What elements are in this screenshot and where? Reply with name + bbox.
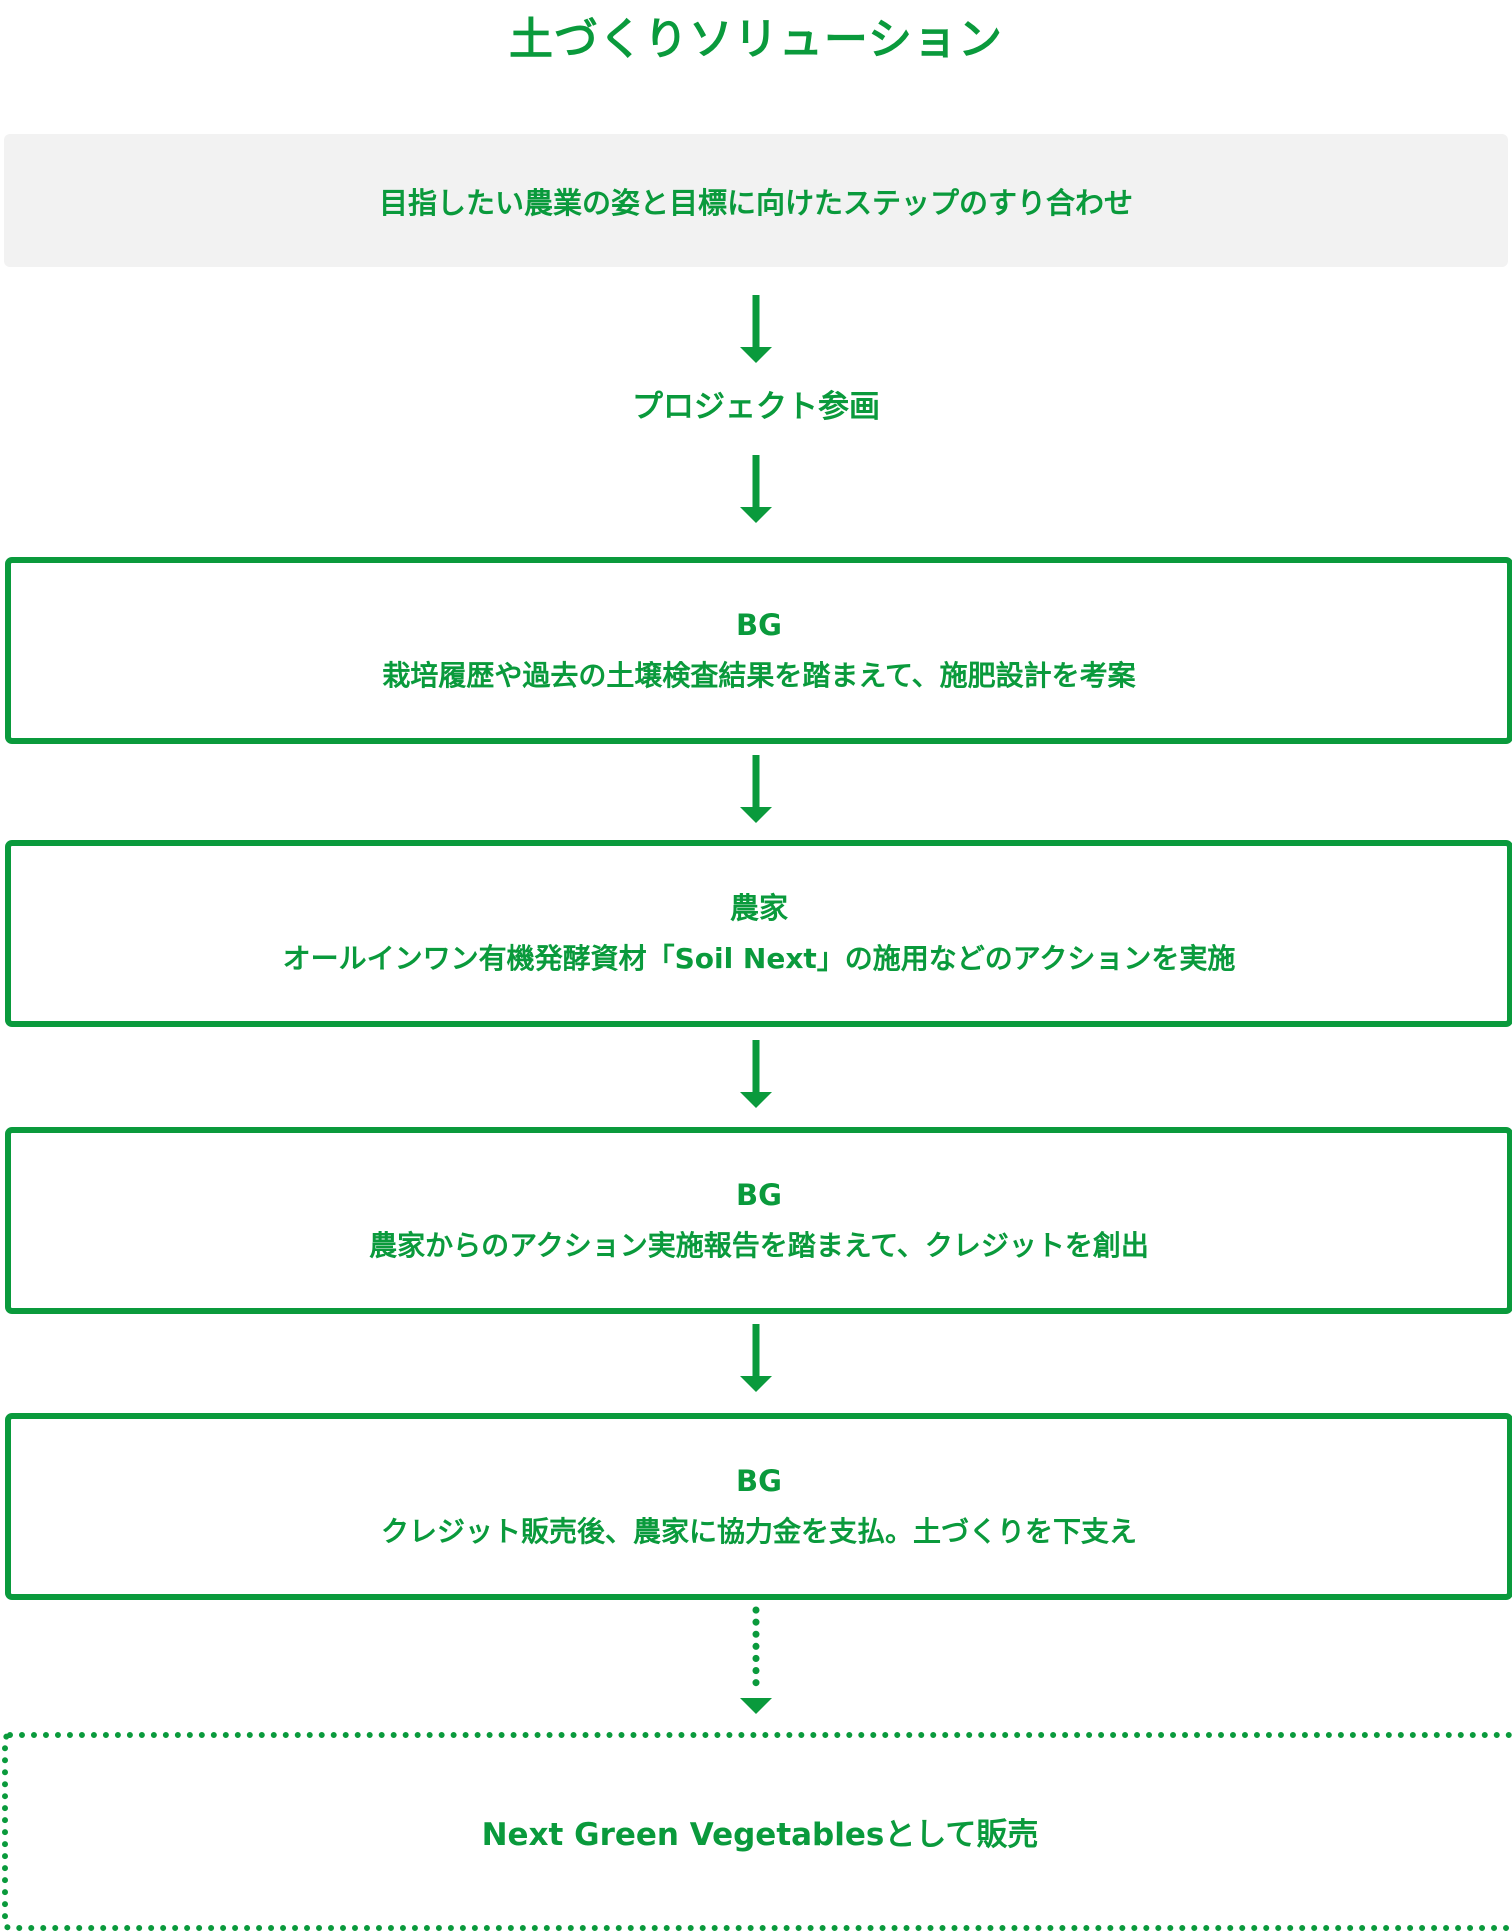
step-actor: 農家	[729, 890, 788, 925]
step-description: 農家からのアクション実施報告を踏まえて、クレジットを創出	[369, 1228, 1149, 1262]
intro-text: 目指したい農業の姿と目標に向けたステップのすり合わせ	[378, 185, 1133, 220]
step-description: オールインワン有機発酵資材「Soil Next」の施用などのアクションを実施	[282, 941, 1236, 975]
step-box-1: BG 栽培履歴や過去の土壌検査結果を踏まえて、施肥設計を考案	[5, 557, 1512, 744]
step-box-2: 農家 オールインワン有機発酵資材「Soil Next」の施用などのアクションを実…	[5, 840, 1512, 1027]
down-arrow-icon	[740, 455, 772, 525]
step-actor: BG	[736, 1177, 782, 1212]
intro-box: 目指したい農業の姿と目標に向けたステップのすり合わせ	[4, 134, 1508, 267]
step-actor: BG	[736, 1463, 782, 1498]
step-box-3: BG 農家からのアクション実施報告を踏まえて、クレジットを創出	[5, 1127, 1512, 1314]
step-description: クレジット販売後、農家に協力金を支払。土づくりを下支え	[380, 1514, 1137, 1548]
down-arrow-icon	[740, 1040, 772, 1110]
down-arrow-icon	[740, 1324, 772, 1394]
final-outcome-box: Next Green Vegetablesとして販売	[2, 1732, 1512, 1931]
diagram-title: 土づくりソリューション	[508, 14, 1004, 65]
step-project-join: プロジェクト参画	[632, 389, 880, 425]
step-description: 栽培履歴や過去の土壌検査結果を踏まえて、施肥設計を考案	[382, 658, 1136, 692]
dotted-down-arrow-icon	[740, 1606, 772, 1716]
step-actor: BG	[736, 607, 782, 642]
step-box-4: BG クレジット販売後、農家に協力金を支払。土づくりを下支え	[5, 1413, 1512, 1600]
final-outcome-text: Next Green Vegetablesとして販売	[481, 1817, 1039, 1853]
down-arrow-icon	[740, 295, 772, 365]
down-arrow-icon	[740, 755, 772, 825]
